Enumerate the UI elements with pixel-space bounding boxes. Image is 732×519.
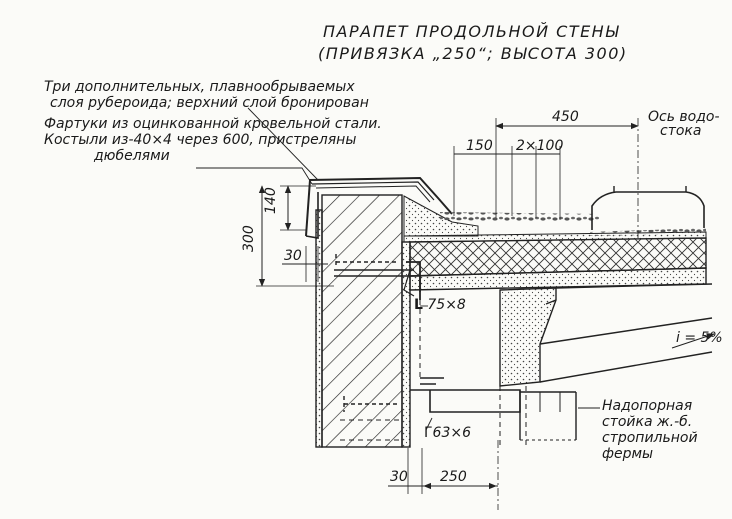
note-roofing-line2: слоя рубероида; верхний слой бронирован <box>50 95 369 111</box>
angle-63 <box>420 377 444 385</box>
dim-angle-63-value: 63×6 <box>432 425 471 441</box>
leader-flashing <box>196 167 313 185</box>
note-post-line2: стойка ж.-б. <box>602 414 693 430</box>
dim-2x100: 2×100 <box>516 138 564 154</box>
dim-140: 140 <box>263 187 279 214</box>
dim-angle-75-value: 75×8 <box>427 297 466 313</box>
post-column <box>519 390 577 440</box>
note-axis-line2: стока <box>660 123 702 139</box>
dim-angle-75: L 75×8 <box>414 297 466 313</box>
flashing-cap <box>305 176 453 237</box>
dim-angle-63: Г63×6 <box>424 425 471 441</box>
note-roofing-line1: Три дополнительных, плавнообрываемых <box>44 79 355 95</box>
dim-30-bottom: 30 <box>390 469 408 485</box>
note-flashing-line1: Фартуки из оцинкованной кровельной стали… <box>44 116 382 132</box>
drawing-title: ПАРАПЕТ ПРОДОЛЬНОЙ СТЕНЫ <box>323 22 620 41</box>
note-slope: i = 5% <box>676 330 723 346</box>
dim-450: 450 <box>552 109 579 125</box>
drawing-subtitle: (ПРИВЯЗКА „250“; ВЫСОТА 300) <box>318 44 628 63</box>
bearing-plate <box>410 389 521 413</box>
slope-arrow <box>671 333 715 349</box>
dim-150: 150 <box>466 138 493 154</box>
note-axis-line1: Ось водо- <box>648 109 720 125</box>
anchor-bolt-bottom <box>343 396 398 412</box>
note-post-line4: фермы <box>602 446 654 462</box>
note-flashing-line2: Костыли из-40×4 через 600, пристреляны <box>44 132 357 148</box>
leader-angle-63 <box>425 417 433 431</box>
dim-30-top: 30 <box>284 248 302 264</box>
dim-300: 300 <box>241 225 257 252</box>
dim-250: 250 <box>440 469 467 485</box>
note-flashing-line3: дюбелями <box>94 148 170 164</box>
gravel-layer <box>440 212 600 222</box>
note-post-line1: Надопорная <box>602 398 693 414</box>
anchor-bolt-top <box>335 254 398 268</box>
truss-chord <box>539 283 713 383</box>
parapet-wall <box>321 194 403 448</box>
plaster-strip <box>315 209 323 448</box>
vent-cap <box>591 191 705 230</box>
note-post-line3: стропильной <box>602 430 698 446</box>
leader-roofing <box>247 107 319 181</box>
